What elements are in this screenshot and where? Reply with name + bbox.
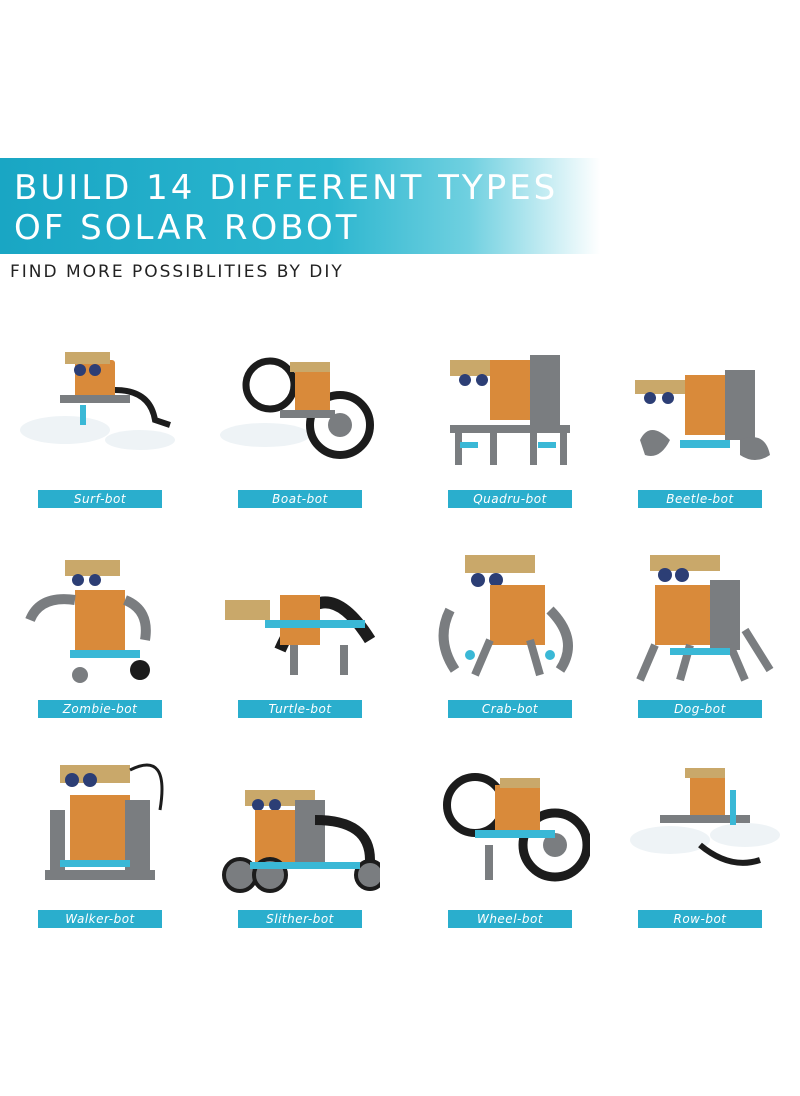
dog-bot-image [636, 555, 774, 682]
robot-card-wheel: Wheel-bot [420, 750, 600, 950]
robot-card-row: Row-bot [610, 750, 790, 950]
row-bot-image [630, 768, 780, 866]
robot-label: Slither-bot [238, 910, 362, 928]
crab-bot-image [438, 555, 573, 677]
robot-card-slither: Slither-bot [210, 750, 390, 950]
zombie-bot-image [25, 560, 151, 683]
robot-label: Zombie-bot [38, 700, 162, 718]
banner-title-line-2: OF SOLAR ROBOT [14, 208, 360, 248]
robot-label: Surf-bot [38, 490, 162, 508]
robot-label: Wheel-bot [448, 910, 572, 928]
beetle-bot-image [635, 370, 770, 460]
subtitle: FIND MORE POSSIBLITIES BY DIY [10, 262, 344, 282]
robot-card-turtle: Turtle-bot [210, 540, 390, 740]
banner-title-line-1: BUILD 14 DIFFERENT TYPES [14, 168, 559, 208]
robot-card-quadru: Quadru-bot [420, 330, 600, 530]
robot-label: Quadru-bot [448, 490, 572, 508]
robot-card-walker: Walker-bot [10, 750, 190, 950]
robot-card-zombie: Zombie-bot [10, 540, 190, 740]
slither-bot-image [222, 790, 380, 893]
robot-label: Boat-bot [238, 490, 362, 508]
surf-bot-image [20, 352, 175, 450]
walker-bot-image [45, 763, 164, 880]
robot-label: Beetle-bot [638, 490, 762, 508]
robot-label: Walker-bot [38, 910, 162, 928]
robot-card-surf: Surf-bot [10, 330, 190, 530]
robot-card-crab: Crab-bot [420, 540, 600, 740]
robot-label: Crab-bot [448, 700, 572, 718]
quadru-bot-image [450, 355, 570, 465]
robot-label: Dog-bot [638, 700, 762, 718]
robot-card-dog: Dog-bot [610, 540, 790, 740]
wheel-bot-image [443, 773, 590, 882]
robot-label: Turtle-bot [238, 700, 362, 718]
turtle-bot-image [225, 595, 376, 675]
robot-card-beetle: Beetle-bot [610, 330, 790, 530]
boat-bot-image [220, 357, 374, 459]
robot-label: Row-bot [638, 910, 762, 928]
title-banner: BUILD 14 DIFFERENT TYPES OF SOLAR ROBOT [0, 158, 600, 254]
robot-card-boat: Boat-bot [210, 330, 390, 530]
